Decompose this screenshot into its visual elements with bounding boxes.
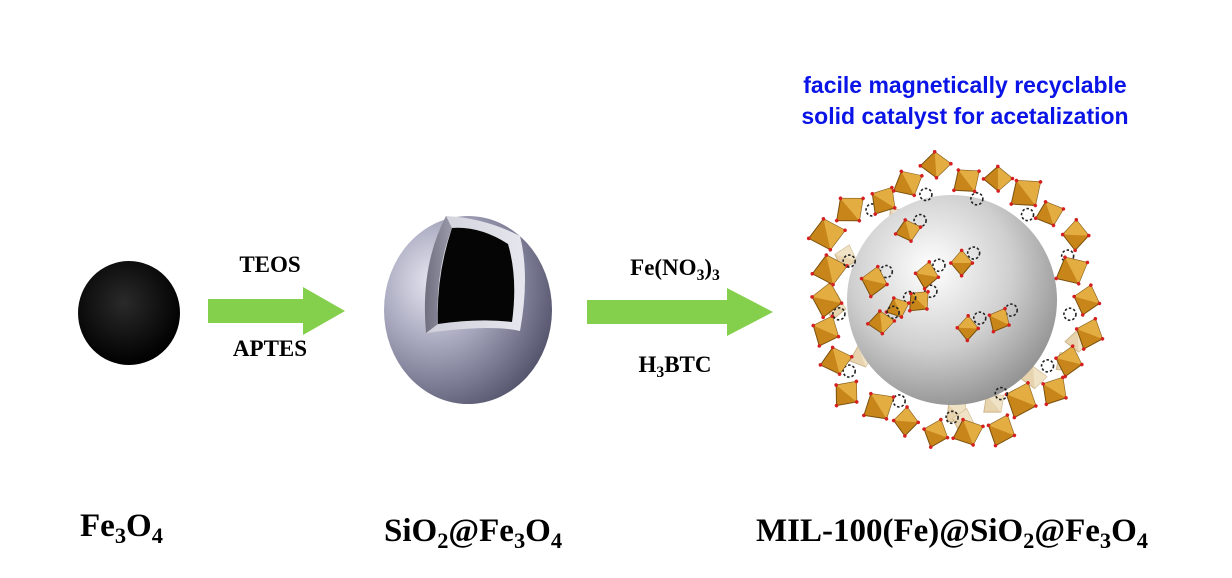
octahedron-cluster <box>949 248 975 278</box>
octahedron-cluster <box>986 413 1017 448</box>
product-label-mil100-sio2-fe3o4: MIL-100(Fe)@SiO2@Fe3O4 <box>756 513 1149 554</box>
octahedron-cluster <box>1060 217 1091 253</box>
octahedron-cluster <box>810 253 849 287</box>
fe3o4-sphere <box>78 261 180 365</box>
octahedron-cluster <box>987 306 1011 334</box>
octahedron-cluster <box>918 149 953 180</box>
octahedron-cluster <box>1054 344 1084 379</box>
linker-ring <box>892 394 906 408</box>
step2-reagent-above: Fe(NO3)3 <box>630 255 720 284</box>
octahedron-cluster <box>1004 381 1038 420</box>
sio2-fe3o4-cutaway-sphere <box>384 216 552 404</box>
octahedron-cluster <box>834 379 859 408</box>
octahedron-cluster <box>1033 200 1066 228</box>
step2-reagent-below: H3BTC <box>638 352 712 381</box>
reaction-arrow-2 <box>587 288 773 336</box>
linker-ring <box>1063 307 1077 322</box>
tagline-line-1: facile magnetically recyclable <box>803 72 1127 98</box>
linker-ring <box>966 246 981 260</box>
tagline: facile magnetically recyclable solid cat… <box>720 70 1210 132</box>
octahedron-cluster <box>952 168 981 194</box>
octahedron-cluster <box>1072 283 1102 317</box>
linker-ring <box>932 258 946 273</box>
linker-ring <box>842 364 856 378</box>
octahedron-cluster <box>1009 178 1043 208</box>
octahedron-cluster <box>907 290 930 313</box>
octahedron-cluster <box>955 314 981 343</box>
octahedron-cluster <box>870 185 897 216</box>
octahedron-cluster <box>818 345 854 376</box>
linker-ring <box>972 311 987 325</box>
octahedron-cluster <box>1041 375 1068 407</box>
linker-ring <box>924 284 938 299</box>
octahedron-cluster <box>862 391 896 421</box>
octahedron-cluster <box>893 218 923 243</box>
octahedron-cluster <box>1074 316 1105 351</box>
linker-ring <box>1040 359 1055 373</box>
step1-reagent-below: APTES <box>232 336 308 361</box>
octahedron-cluster <box>834 196 865 223</box>
linker-ring <box>832 307 846 321</box>
linker-ring <box>994 386 1009 401</box>
octahedron-cluster <box>922 417 950 449</box>
step1-reagent-above: TEOS <box>239 252 301 277</box>
octahedron-cluster <box>891 405 920 438</box>
octahedron-cluster <box>891 169 924 198</box>
octahedron-cluster <box>859 264 889 299</box>
reaction-arrow-1 <box>208 287 345 335</box>
linker-ring <box>842 254 856 268</box>
octahedron-cluster <box>866 309 897 336</box>
linker-ring <box>945 410 959 425</box>
octahedron-cluster <box>951 417 985 447</box>
linker-ring <box>1020 207 1035 222</box>
octahedron-cluster <box>810 280 844 320</box>
product-label-sio2-fe3o4: SiO2@Fe3O4 <box>384 513 563 554</box>
octahedron-cluster <box>806 217 847 252</box>
octahedron-cluster <box>1054 255 1090 286</box>
tagline-line-2: solid catalyst for acetalization <box>801 103 1129 129</box>
mil100-composite-particle <box>806 149 1105 449</box>
octahedron-cluster <box>913 260 941 291</box>
linker-ring <box>970 192 984 206</box>
linker-ring <box>886 305 900 320</box>
product-label-fe3o4: Fe3O4 <box>80 508 163 549</box>
octahedron-cluster <box>811 314 841 348</box>
octahedron-cluster <box>981 164 1015 193</box>
linker-ring <box>919 187 933 202</box>
